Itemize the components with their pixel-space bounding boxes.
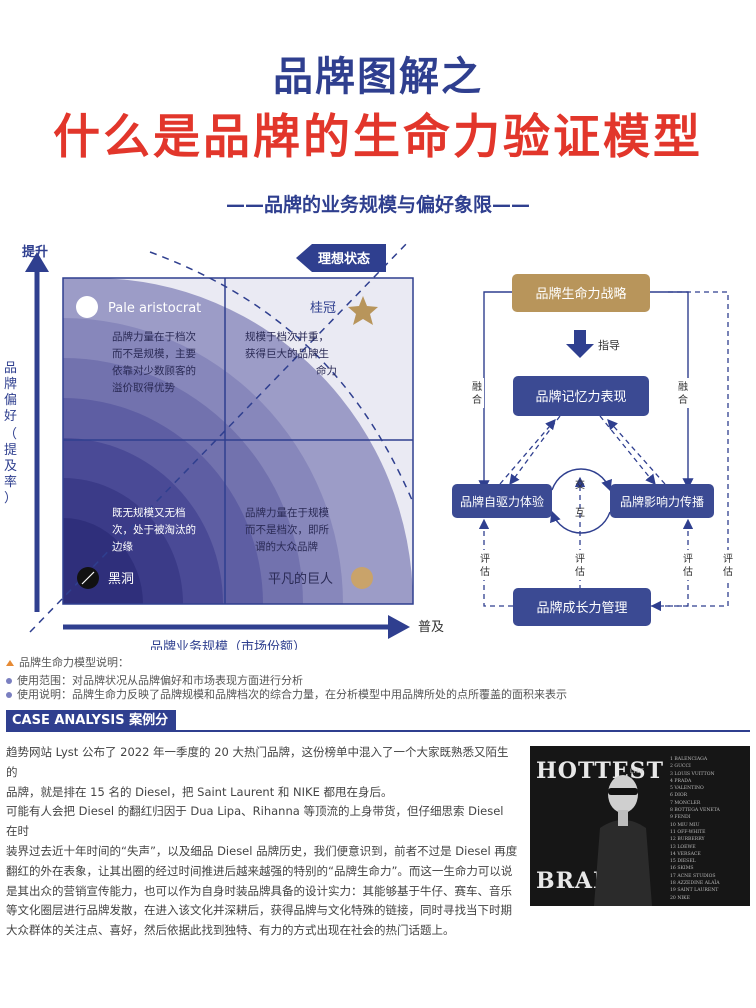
laurel-desc: 规模于档次并重， 获得巨大的品牌生 命力 (245, 330, 337, 377)
svg-text:互: 互 (575, 507, 585, 519)
notes-explain: 使用说明：品牌生命力反映了品牌规模和品牌档次的综合力量，在分析模型中用品牌所处的… (17, 688, 567, 701)
svg-text:交: 交 (575, 478, 585, 491)
svg-text:牌: 牌 (4, 376, 17, 392)
svg-text:）: ） (4, 491, 17, 506)
svg-text:溢价取得优势: 溢价取得优势 (112, 381, 175, 394)
svg-text:评: 评 (480, 553, 490, 565)
svg-text:及: 及 (4, 459, 17, 474)
svg-text:率: 率 (4, 474, 17, 490)
gold-circle-icon (351, 567, 373, 589)
svg-text:提: 提 (4, 442, 17, 458)
title-line2: 什么是品牌的生命力验证模型 (53, 110, 703, 165)
svg-text:估: 估 (575, 565, 585, 578)
ordinary-giant-desc: 品牌力量在于规模 而不是档次，即所 谓的大众品牌 (245, 506, 329, 553)
pale-aristocrat-title: Pale aristocrat (108, 301, 201, 316)
svg-text:品牌影响力传播: 品牌影响力传播 (620, 494, 704, 509)
strategy-node (512, 274, 650, 312)
svg-text:既无规模又无档: 既无规模又无档 (112, 506, 186, 519)
bullet-icon (6, 692, 12, 698)
svg-text:合: 合 (472, 393, 482, 406)
growth-node (513, 588, 651, 626)
svg-text:规模于档次并重，: 规模于档次并重， (245, 330, 329, 343)
bullet-icon (6, 678, 12, 684)
notes-scope: 使用范围：对品牌状况从品牌偏好和市场表现方面进行分析 (17, 674, 303, 687)
notes-heading: 品牌生命力模型说明： (19, 656, 129, 669)
case-body: 趋势网站 Lyst 公布了 2022 年一季度的 20 大热门品牌，这份榜单中混… (6, 745, 518, 938)
flow-diagram: 指导 品牌生命力战略 品牌记忆力表现 品牌自驱力体验 品牌影响力传播 品牌成长力… (452, 274, 735, 626)
black-hole-title: 黑洞 (108, 572, 134, 587)
lyst-tag: LYST (630, 768, 644, 775)
svg-text:品牌记忆力表现: 品牌记忆力表现 (535, 389, 626, 405)
self-drive-node (452, 484, 552, 518)
case-divider (176, 730, 750, 732)
triangle-icon (6, 660, 14, 666)
svg-text:品牌成长力管理: 品牌成长力管理 (536, 600, 627, 616)
svg-text:好: 好 (4, 409, 17, 424)
brand-ranking-list: 1 BALENCIAGA 2 GUCCI 3 LOUIS VUITTON 4 P… (670, 757, 720, 901)
x-axis-end-label: 普及 (418, 620, 444, 635)
x-axis-arrow (388, 615, 410, 639)
svg-text:合: 合 (678, 393, 688, 406)
svg-text:次，处于被淘汰的: 次，处于被淘汰的 (112, 523, 196, 536)
model-notes: 品牌生命力模型说明： 使用范围：对品牌状况从品牌偏好和市场表现方面进行分析 使用… (6, 656, 567, 702)
pale-aristocrat-desc: 品牌力量在于档次 而不是规模，主要 依靠对少数顾客的 溢价取得优势 (112, 330, 196, 394)
star-icon (348, 296, 378, 325)
memory-node (513, 376, 649, 416)
y-axis-arrow (25, 252, 49, 272)
case-heading: CASE ANALYSIS 案例分析 (6, 710, 176, 750)
model-diagram: 提升 品牌业务规模（市场份额） 普及 品 牌 偏 好 （ 提 及 率 ） 理想状… (4, 239, 735, 650)
svg-text:边缘: 边缘 (112, 540, 133, 553)
svg-text:估: 估 (723, 565, 733, 578)
matrix-border (62, 277, 414, 605)
y-axis-label: 品 牌 偏 好 （ 提 及 率 ） (4, 361, 17, 506)
svg-text:偏: 偏 (4, 393, 17, 408)
svg-text:依靠对少数顾客的: 依靠对少数顾客的 (112, 364, 196, 377)
svg-text:估: 估 (683, 565, 693, 578)
y-axis-top-label: 提升 (22, 244, 48, 260)
x-axis-label: 品牌业务规模（市场份额） (150, 639, 306, 650)
svg-text:融: 融 (678, 381, 688, 393)
guide-arrow-icon (566, 330, 594, 358)
svg-text:品牌力量在于规模: 品牌力量在于规模 (245, 506, 329, 519)
svg-text:（: （ (4, 427, 17, 442)
svg-text:品牌自驱力体验: 品牌自驱力体验 (460, 494, 544, 509)
svg-text:谓的大众品牌: 谓的大众品牌 (255, 540, 318, 553)
title-line1: 品牌图解之 (273, 54, 483, 100)
hottest-word: HOTTEST (536, 758, 664, 784)
svg-text:融: 融 (472, 381, 482, 393)
svg-text:指导: 指导 (598, 338, 620, 352)
hottest-brands-image: HOTTEST BRANDS LYST 1 BALENCIAGA 2 GUCCI… (530, 746, 750, 906)
ideal-state-tag (296, 244, 386, 272)
svg-text:评: 评 (575, 553, 585, 565)
laurel-title: 桂冠 (310, 301, 336, 316)
circle-icon (76, 296, 98, 318)
svg-text:命力: 命力 (316, 364, 337, 377)
svg-text:品: 品 (4, 361, 17, 376)
influence-node (610, 484, 714, 518)
brand-matrix: 提升 品牌业务规模（市场份额） 普及 品 牌 偏 好 （ 提 及 率 ） 理想状… (4, 239, 444, 650)
svg-text:获得巨大的品牌生: 获得巨大的品牌生 (245, 347, 329, 360)
svg-text:评: 评 (683, 553, 693, 565)
svg-text:评: 评 (723, 553, 733, 565)
svg-text:品牌力量在于档次: 品牌力量在于档次 (112, 330, 196, 343)
model-photo (594, 775, 652, 906)
svg-text:而不是档次，即所: 而不是档次，即所 (245, 523, 329, 536)
svg-text:估: 估 (480, 565, 490, 578)
ordinary-giant-title: 平凡的巨人 (268, 571, 333, 587)
subtitle: ——品牌的业务规模与偏好象限—— (225, 194, 530, 216)
ideal-state-label: 理想状态 (318, 251, 370, 267)
svg-text:品牌生命力战略: 品牌生命力战略 (535, 286, 626, 302)
black-hole-desc: 既无规模又无档 次，处于被淘汰的 边缘 (112, 506, 196, 553)
svg-text:而不是规模，主要: 而不是规模，主要 (112, 347, 196, 360)
ideal-curve (149, 251, 413, 501)
